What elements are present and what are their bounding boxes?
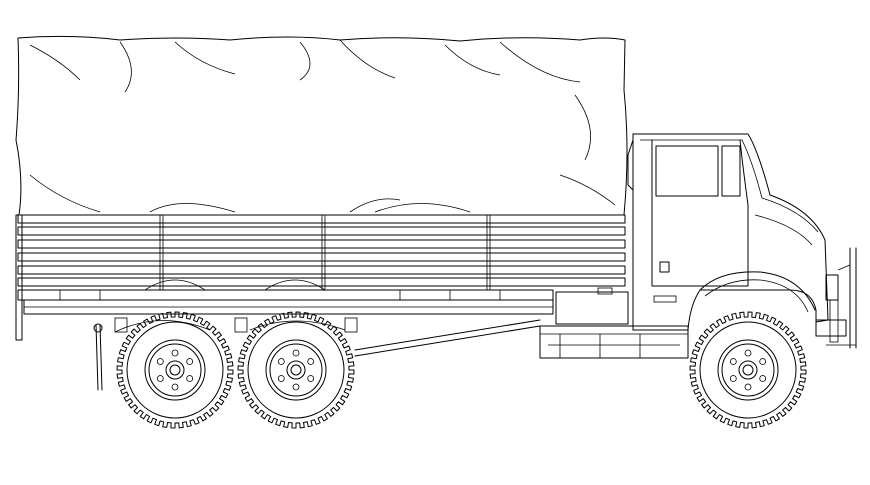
- wheel-rim-inner: [148, 343, 202, 397]
- front-bumper: [815, 247, 857, 349]
- lug-nut: [307, 375, 315, 382]
- lug-nut: [744, 383, 752, 391]
- lug-nut: [277, 375, 285, 382]
- lug-nut: [759, 375, 767, 382]
- tire-sidewall: [247, 321, 345, 419]
- tire-tread: [116, 311, 234, 429]
- rear-wheel-2: [237, 311, 355, 429]
- lug-nut: [171, 349, 179, 357]
- wheel-hub-cap: [742, 364, 754, 376]
- wheel-rim-outer: [717, 339, 779, 401]
- rear-details: [93, 317, 358, 391]
- lug-nut: [292, 383, 300, 391]
- wheel-hub-cap: [290, 364, 302, 376]
- lug-nut: [307, 358, 315, 365]
- cargo-body: [15, 214, 626, 341]
- wheel-rim-inner: [269, 343, 323, 397]
- wheel-rim-outer: [265, 339, 327, 401]
- drive-shaft: [354, 319, 541, 357]
- wheel-hub: [286, 360, 306, 380]
- lug-nut: [729, 358, 737, 365]
- cab-window: [655, 145, 719, 197]
- wheel-rim-inner: [721, 343, 775, 397]
- front-wheel: [689, 311, 807, 429]
- lug-nut: [759, 358, 767, 365]
- wheel-hub: [738, 360, 758, 380]
- wheel-hub-cap: [169, 364, 181, 376]
- rear-wheel-1: [116, 311, 234, 429]
- lug-nut: [744, 349, 752, 357]
- lug-nut: [171, 383, 179, 391]
- tire-sidewall: [699, 321, 797, 419]
- lug-nut: [156, 375, 164, 382]
- lug-nut: [292, 349, 300, 357]
- tire-tread: [689, 311, 807, 429]
- lug-nut: [277, 358, 285, 365]
- fuel-tank: [539, 287, 689, 359]
- tire-sidewall: [126, 321, 224, 419]
- lug-nut: [729, 375, 737, 382]
- cab-door: [651, 139, 749, 287]
- wheel-rim-outer: [144, 339, 206, 401]
- truck-cab: [627, 133, 829, 331]
- lug-nut: [186, 375, 194, 382]
- wheel-hub: [165, 360, 185, 380]
- door-handle: [659, 261, 670, 273]
- lug-nut: [156, 358, 164, 365]
- tire-tread: [237, 311, 355, 429]
- canvas-tarp: [15, 35, 628, 216]
- lug-nut: [186, 358, 194, 365]
